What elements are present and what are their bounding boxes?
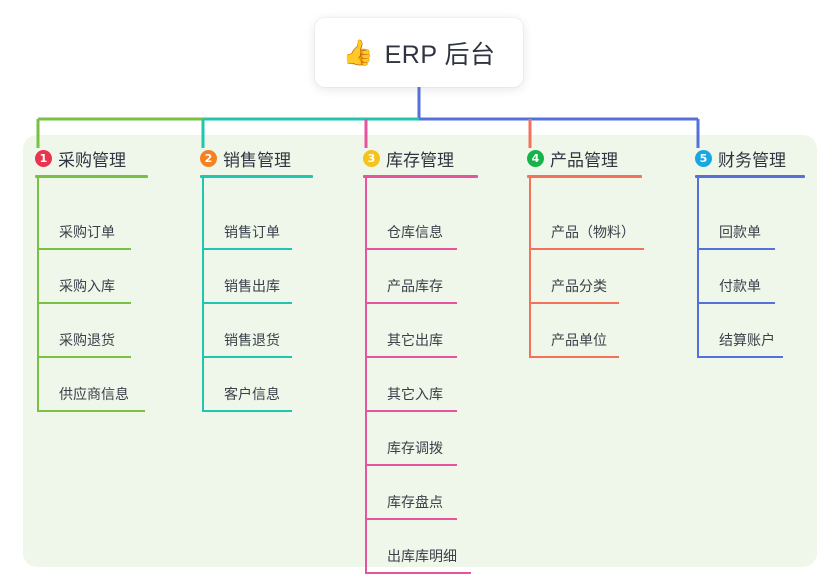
leaf-node[interactable]: 销售出库 bbox=[202, 250, 296, 304]
leaf-node-label: 销售出库 bbox=[224, 278, 280, 294]
leaf-node-label: 其它出库 bbox=[387, 332, 443, 348]
leaf-node-underline bbox=[365, 464, 457, 466]
branch-title-5: 财务管理 bbox=[718, 150, 786, 170]
leaf-node-underline bbox=[529, 356, 619, 358]
leaf-node[interactable]: 结算账户 bbox=[697, 304, 787, 358]
root-node-title: ERP 后台 bbox=[384, 40, 496, 69]
leaf-node-underline bbox=[365, 410, 457, 412]
leaf-node-underline bbox=[529, 248, 644, 250]
leaf-node[interactable]: 采购退货 bbox=[37, 304, 135, 358]
leaf-node-underline bbox=[37, 356, 131, 358]
branch-column-3[interactable]: 3 库存管理仓库信息产品库存其它出库其它入库库存调拨库存盘点出库库明细 bbox=[363, 146, 478, 574]
leaf-node[interactable]: 付款单 bbox=[697, 250, 779, 304]
branch-badge-1: 1 bbox=[35, 149, 52, 167]
diagram-background-panel bbox=[23, 135, 817, 567]
branch-title-3: 库存管理 bbox=[386, 150, 454, 170]
leaf-node-underline bbox=[202, 356, 292, 358]
leaf-node-label: 采购入库 bbox=[59, 278, 115, 294]
leaf-node-underline bbox=[365, 518, 457, 520]
leaf-node-label: 出库库明细 bbox=[387, 548, 457, 564]
leaf-node-underline bbox=[697, 302, 775, 304]
leaf-node-label: 客户信息 bbox=[224, 386, 280, 402]
leaf-node[interactable]: 产品分类 bbox=[529, 250, 623, 304]
branch-badge-3: 3 bbox=[363, 149, 380, 167]
branch-spine-4 bbox=[529, 178, 531, 358]
leaf-node[interactable]: 回款单 bbox=[697, 196, 779, 250]
branch-underline-3 bbox=[363, 175, 478, 178]
leaf-node-label: 仓库信息 bbox=[387, 224, 443, 240]
leaf-node[interactable]: 产品单位 bbox=[529, 304, 623, 358]
leaf-node-underline bbox=[365, 356, 457, 358]
leaf-node-label: 其它入库 bbox=[387, 386, 443, 402]
branch-badge-4: 4 bbox=[527, 149, 544, 167]
leaf-node-underline bbox=[365, 248, 457, 250]
branch-header-1[interactable]: 1 采购管理 bbox=[35, 146, 126, 170]
leaf-node-label: 销售退货 bbox=[224, 332, 280, 348]
leaf-node-underline bbox=[37, 248, 131, 250]
branch-column-5[interactable]: 5 财务管理回款单付款单结算账户 bbox=[695, 146, 805, 358]
leaf-node-label: 供应商信息 bbox=[59, 386, 129, 402]
leaf-node-underline bbox=[37, 410, 145, 412]
branch-title-4: 产品管理 bbox=[550, 150, 618, 170]
branch-column-1[interactable]: 1 采购管理采购订单采购入库采购退货供应商信息 bbox=[35, 146, 148, 412]
branch-badge-2: 2 bbox=[200, 149, 217, 167]
leaf-node-underline bbox=[202, 248, 292, 250]
leaf-node[interactable]: 销售订单 bbox=[202, 196, 296, 250]
leaf-node-label: 采购订单 bbox=[59, 224, 115, 240]
leaf-node-label: 库存调拨 bbox=[387, 440, 443, 456]
leaf-node-label: 付款单 bbox=[719, 278, 761, 294]
branch-underline-5 bbox=[695, 175, 805, 178]
leaf-node-label: 库存盘点 bbox=[387, 494, 443, 510]
leaf-node[interactable]: 供应商信息 bbox=[37, 358, 149, 412]
branch-spine-5 bbox=[697, 178, 699, 358]
leaf-node[interactable]: 客户信息 bbox=[202, 358, 296, 412]
leaf-node[interactable]: 其它入库 bbox=[365, 358, 461, 412]
leaf-node[interactable]: 出库库明细 bbox=[365, 520, 475, 574]
branch-header-3[interactable]: 3 库存管理 bbox=[363, 146, 454, 170]
leaf-node-label: 产品分类 bbox=[551, 278, 607, 294]
leaf-node-label: 产品（物料） bbox=[551, 224, 635, 240]
leaf-node-underline bbox=[697, 356, 783, 358]
leaf-node[interactable]: 采购入库 bbox=[37, 250, 135, 304]
leaf-node-underline bbox=[37, 302, 131, 304]
leaf-node-underline bbox=[202, 410, 292, 412]
branch-header-4[interactable]: 4 产品管理 bbox=[527, 146, 618, 170]
leaf-node[interactable]: 采购订单 bbox=[37, 196, 135, 250]
branch-underline-4 bbox=[527, 175, 642, 178]
leaf-node-label: 回款单 bbox=[719, 224, 761, 240]
root-node[interactable]: 👍 ERP 后台 bbox=[315, 18, 523, 87]
branch-header-2[interactable]: 2 销售管理 bbox=[200, 146, 291, 170]
leaf-node[interactable]: 其它出库 bbox=[365, 304, 461, 358]
branch-column-2[interactable]: 2 销售管理销售订单销售出库销售退货客户信息 bbox=[200, 146, 313, 412]
branch-spine-1 bbox=[37, 178, 39, 412]
branch-underline-1 bbox=[35, 175, 148, 178]
leaf-node-label: 采购退货 bbox=[59, 332, 115, 348]
leaf-node-label: 结算账户 bbox=[719, 332, 775, 348]
leaf-node[interactable]: 产品（物料） bbox=[529, 196, 648, 250]
leaf-node[interactable]: 产品库存 bbox=[365, 250, 461, 304]
leaf-node[interactable]: 销售退货 bbox=[202, 304, 296, 358]
leaf-node[interactable]: 库存盘点 bbox=[365, 466, 461, 520]
thumbs-up-emoji: 👍 bbox=[342, 38, 374, 67]
leaf-node-label: 产品库存 bbox=[387, 278, 443, 294]
leaf-node-underline bbox=[365, 572, 471, 574]
leaf-node-underline bbox=[202, 302, 292, 304]
leaf-node[interactable]: 库存调拨 bbox=[365, 412, 461, 466]
branch-header-5[interactable]: 5 财务管理 bbox=[695, 146, 786, 170]
leaf-node-label: 产品单位 bbox=[551, 332, 607, 348]
branch-title-2: 销售管理 bbox=[223, 150, 291, 170]
leaf-node-label: 销售订单 bbox=[224, 224, 280, 240]
branch-spine-2 bbox=[202, 178, 204, 412]
branch-underline-2 bbox=[200, 175, 313, 178]
root-node-content: 👍 ERP 后台 bbox=[342, 35, 495, 71]
leaf-node-underline bbox=[365, 302, 457, 304]
branch-badge-5: 5 bbox=[695, 149, 712, 167]
leaf-node-underline bbox=[529, 302, 619, 304]
leaf-node[interactable]: 仓库信息 bbox=[365, 196, 461, 250]
branch-spine-3 bbox=[365, 178, 367, 574]
branch-title-1: 采购管理 bbox=[58, 150, 126, 170]
leaf-node-underline bbox=[697, 248, 775, 250]
branch-column-4[interactable]: 4 产品管理产品（物料） 产品分类产品单位 bbox=[527, 146, 644, 358]
